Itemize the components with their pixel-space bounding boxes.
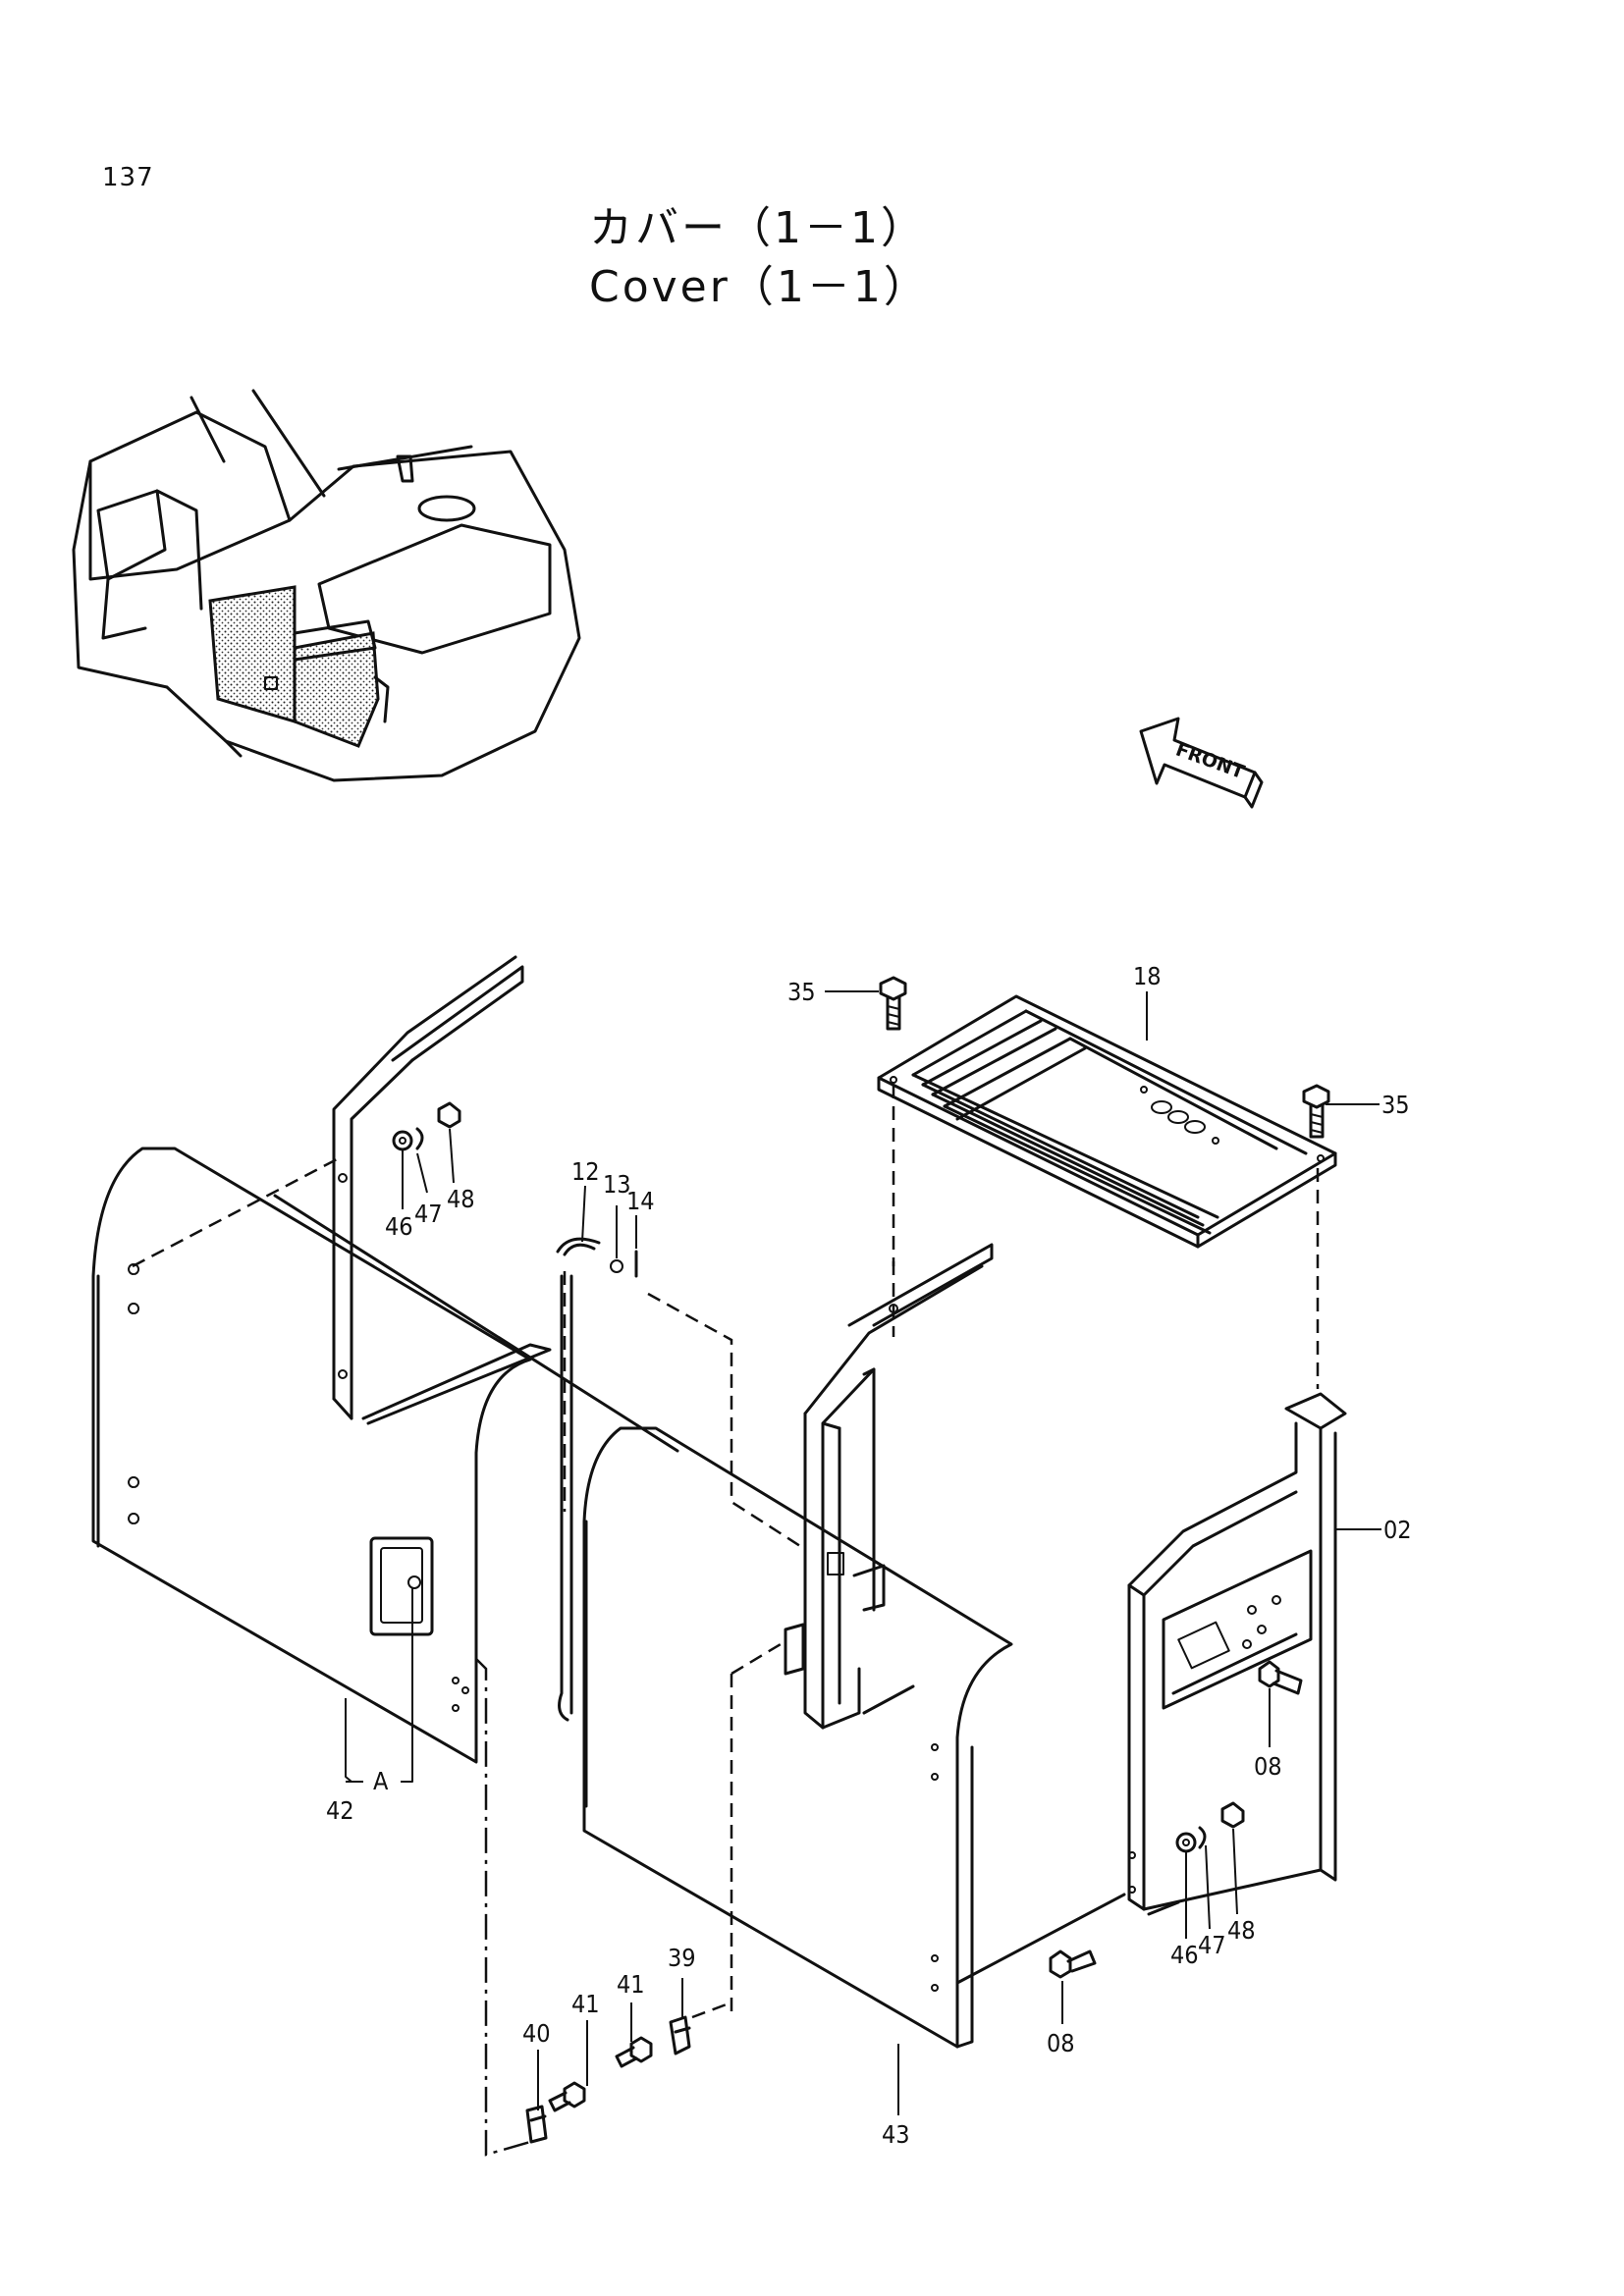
callout-39: 39	[668, 1944, 696, 1972]
callout-41: 41	[617, 1970, 645, 1999]
front-direction-arrow: FRONT	[1139, 717, 1264, 809]
assembly-dash-line	[691, 2001, 732, 2019]
callout-35: 35	[787, 978, 816, 1006]
frame-post-center	[803, 1243, 994, 1730]
callout-35: 35	[1381, 1091, 1410, 1119]
callout-08: 08	[1047, 2029, 1075, 2057]
door-panel-center	[582, 1426, 1013, 2049]
page-number: 137	[102, 163, 154, 192]
callout-a: A	[373, 1767, 389, 1795]
page-title-english: Cover（1－1）	[589, 262, 930, 312]
callout-47: 47	[414, 1200, 443, 1228]
callout-40: 40	[522, 2019, 551, 2048]
grille-cover	[877, 994, 1337, 1389]
callout-13: 13	[603, 1170, 631, 1199]
page-title-japanese: カバー（1－1）	[589, 203, 927, 253]
callout-48: 48	[447, 1185, 475, 1213]
assembly-centerline	[475, 1658, 531, 2157]
callout-41: 41	[571, 1990, 600, 2018]
callout-numbers: 35 18 35 46 47 48 12 13 14 02 08 46 47 4…	[326, 962, 1412, 2149]
door-panel-left	[91, 1147, 679, 1764]
callout-47: 47	[1198, 1931, 1226, 1959]
frame-post-right	[955, 1392, 1347, 1985]
callout-43: 43	[882, 2120, 910, 2149]
callout-14: 14	[626, 1187, 655, 1215]
machine-location-thumbnail	[72, 389, 581, 782]
callout-08: 08	[1254, 1752, 1282, 1781]
callout-42: 42	[326, 1796, 354, 1825]
callout-46: 46	[385, 1212, 413, 1241]
callout-46: 46	[1170, 1941, 1199, 1969]
callout-18: 18	[1133, 962, 1162, 990]
fasteners	[392, 976, 1330, 2144]
callout-12: 12	[571, 1157, 600, 1186]
callout-48: 48	[1227, 1916, 1256, 1945]
callout-02: 02	[1383, 1516, 1412, 1544]
frame-post-left	[332, 955, 552, 1425]
leader-lines	[345, 990, 1381, 2115]
stay-rod	[556, 1237, 801, 1722]
